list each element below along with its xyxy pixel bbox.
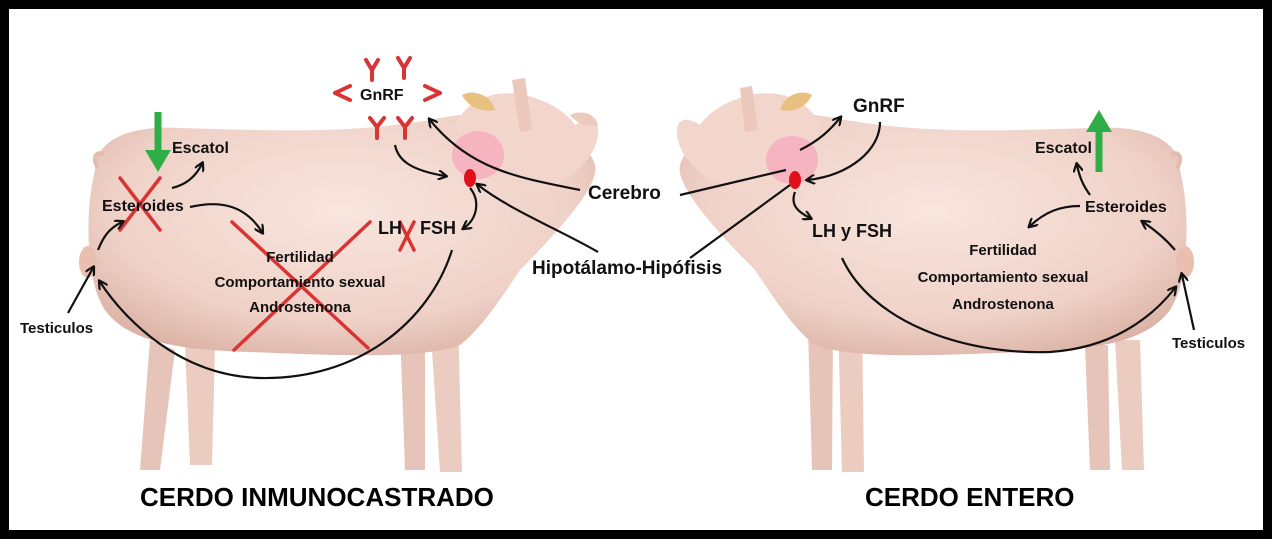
right-fertilidad-label: Fertilidad [969, 242, 1037, 259]
left-title: CERDO INMUNOCASTRADO [140, 482, 494, 512]
right-androstenona-label: Androstenona [952, 296, 1054, 313]
left-hypothalamus [464, 169, 476, 187]
right-pig-front-leg-back [808, 330, 833, 470]
left-androstenona-label: Androstenona [249, 299, 351, 316]
left-fertilidad-label: Fertilidad [266, 249, 334, 266]
antibody-4 [425, 86, 440, 100]
left-gnrf-label: GnRF [360, 87, 404, 104]
antibody-1 [366, 60, 378, 80]
hipotalamo-label: Hipotálamo-Hipófisis [532, 258, 722, 279]
arrow-testiculos-label-right [1182, 275, 1194, 330]
left-lh-label: LH [378, 218, 402, 238]
left-escatol-label: Escatol [172, 140, 229, 157]
right-lh-fsh-label: LH y FSH [812, 221, 892, 241]
right-title: CERDO ENTERO [865, 482, 1074, 512]
right-comportamiento-label: Comportamiento sexual [918, 269, 1089, 286]
cerebro-label: Cerebro [588, 183, 661, 204]
right-hypothalamus [789, 171, 801, 189]
left-pig-ear [462, 93, 495, 111]
left-esteroides-label: Esteroides [102, 198, 184, 215]
right-esteroides-label: Esteroides [1085, 199, 1167, 216]
right-escatol-label: Escatol [1035, 140, 1092, 157]
left-pig-rear-leg-back [140, 340, 175, 470]
left-fsh-label: FSH [420, 218, 456, 238]
right-pig-rear-leg-back [1085, 345, 1110, 470]
left-comportamiento-label: Comportamiento sexual [215, 274, 386, 291]
left-pig-rear-leg-front [185, 345, 215, 465]
right-pig-rear-leg-front [1115, 340, 1144, 470]
antibody-2 [398, 58, 410, 78]
left-brain [452, 131, 504, 179]
right-gnrf-label: GnRF [853, 96, 905, 117]
arrow-testiculos-label-left [68, 268, 93, 313]
left-testiculos-label: Testiculos [20, 320, 93, 337]
left-pig-testicle [79, 246, 97, 278]
right-testiculos-label: Testiculos [1172, 335, 1245, 352]
antibody-3 [335, 86, 350, 100]
right-pig-testicle [1176, 246, 1194, 278]
